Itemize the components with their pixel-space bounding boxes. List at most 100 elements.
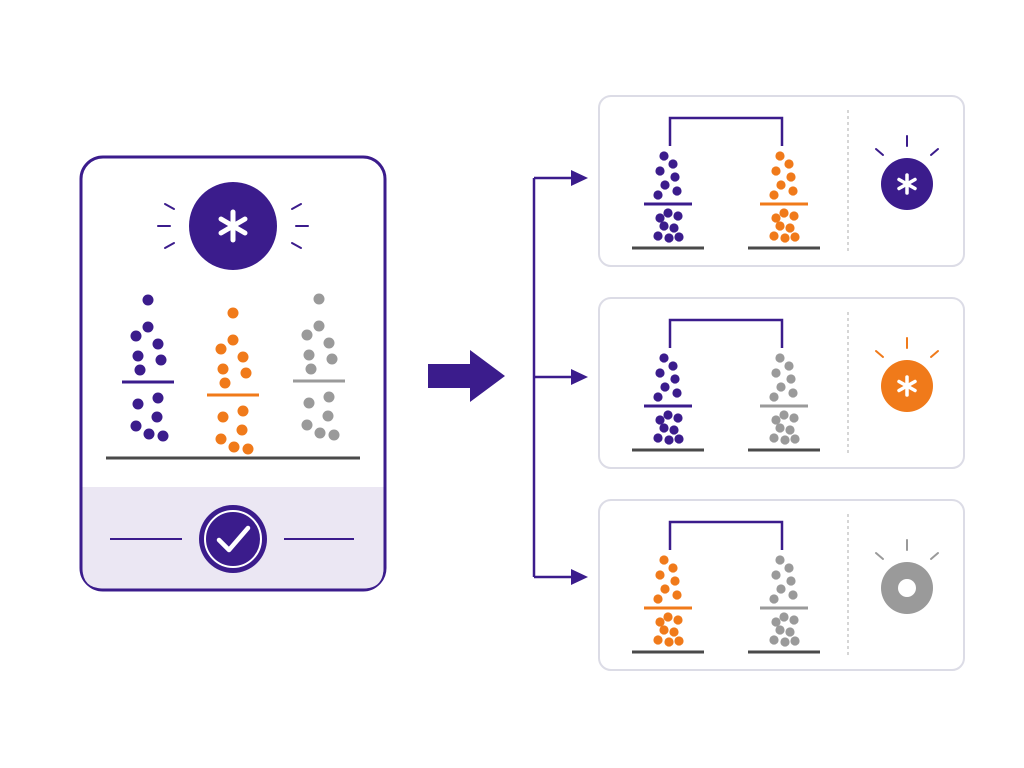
data-point — [328, 429, 340, 441]
data-point — [771, 213, 781, 223]
data-point — [326, 353, 338, 365]
data-point — [775, 423, 785, 433]
data-point — [219, 377, 231, 389]
data-point — [668, 563, 678, 573]
data-point — [771, 415, 781, 425]
data-point — [659, 151, 669, 161]
comparison-bracket — [668, 318, 784, 348]
check-badge-ring — [199, 505, 267, 573]
data-point — [655, 213, 665, 223]
data-point — [670, 172, 680, 182]
data-point — [789, 413, 799, 423]
data-point — [769, 594, 779, 604]
data-point — [669, 425, 679, 435]
main-card-frame — [79, 155, 387, 592]
glow-rays — [875, 539, 939, 560]
data-point — [673, 615, 683, 625]
data-point — [653, 433, 663, 443]
data-point — [669, 627, 679, 637]
data-point — [779, 410, 789, 420]
data-point — [655, 570, 665, 580]
data-point — [771, 570, 781, 580]
data-point — [659, 221, 669, 231]
data-point — [673, 413, 683, 423]
data-point — [314, 427, 326, 439]
data-point — [776, 180, 786, 190]
data-point — [776, 584, 786, 594]
data-point — [780, 435, 790, 445]
main-badge — [157, 182, 309, 270]
result-badge — [875, 337, 939, 412]
data-point — [659, 423, 669, 433]
main-dot-groups — [122, 293, 345, 455]
data-point — [655, 415, 665, 425]
data-point — [779, 208, 789, 218]
dot-group-2 — [207, 307, 259, 455]
data-point — [301, 419, 313, 431]
data-point — [130, 330, 142, 342]
data-point — [313, 320, 325, 332]
data-point — [769, 231, 779, 241]
data-point — [240, 367, 252, 379]
data-point — [659, 555, 669, 565]
main-card — [79, 155, 387, 592]
data-point — [775, 353, 785, 363]
data-point — [155, 354, 167, 366]
confirmation-row — [110, 505, 354, 573]
data-point — [655, 166, 665, 176]
data-point — [769, 190, 779, 200]
data-point — [142, 321, 154, 333]
data-point — [669, 223, 679, 233]
data-point — [776, 382, 786, 392]
data-point — [775, 151, 785, 161]
data-point — [784, 563, 794, 573]
data-point — [789, 615, 799, 625]
branch-arrowhead-3 — [571, 569, 588, 585]
data-point — [771, 368, 781, 378]
data-point — [771, 617, 781, 627]
data-point — [670, 374, 680, 384]
data-point — [132, 350, 144, 362]
data-point — [323, 391, 335, 403]
data-point — [769, 392, 779, 402]
data-point — [663, 410, 673, 420]
data-point — [659, 625, 669, 635]
data-point — [152, 392, 164, 404]
data-point — [780, 233, 790, 243]
data-point — [217, 363, 229, 375]
right-dot-group — [760, 353, 808, 445]
data-point — [789, 211, 799, 221]
branch-connector — [532, 176, 572, 579]
data-point — [151, 411, 163, 423]
data-point — [313, 293, 325, 305]
data-point — [785, 627, 795, 637]
dot-group-3 — [293, 293, 345, 441]
data-point — [663, 612, 673, 622]
glow-rays — [875, 135, 939, 156]
data-point — [672, 590, 682, 600]
result-badge — [875, 539, 939, 614]
data-point — [786, 576, 796, 586]
data-point — [790, 434, 800, 444]
branch-arrowhead-2 — [571, 369, 588, 385]
data-point — [785, 425, 795, 435]
branch-arrowhead-1 — [571, 170, 588, 186]
asterisk-icon — [897, 173, 917, 195]
data-point — [655, 617, 665, 627]
glow-rays — [157, 203, 309, 249]
data-point — [237, 351, 249, 363]
data-point — [790, 636, 800, 646]
data-point — [303, 397, 315, 409]
data-point — [780, 637, 790, 647]
right-dot-group — [760, 555, 808, 647]
data-point — [227, 307, 239, 319]
data-point — [668, 361, 678, 371]
comparison-bracket — [668, 520, 784, 550]
data-point — [672, 186, 682, 196]
data-point — [769, 635, 779, 645]
data-point — [775, 625, 785, 635]
data-point — [660, 584, 670, 594]
comparison-card-1 — [598, 95, 965, 267]
data-point — [303, 349, 315, 361]
